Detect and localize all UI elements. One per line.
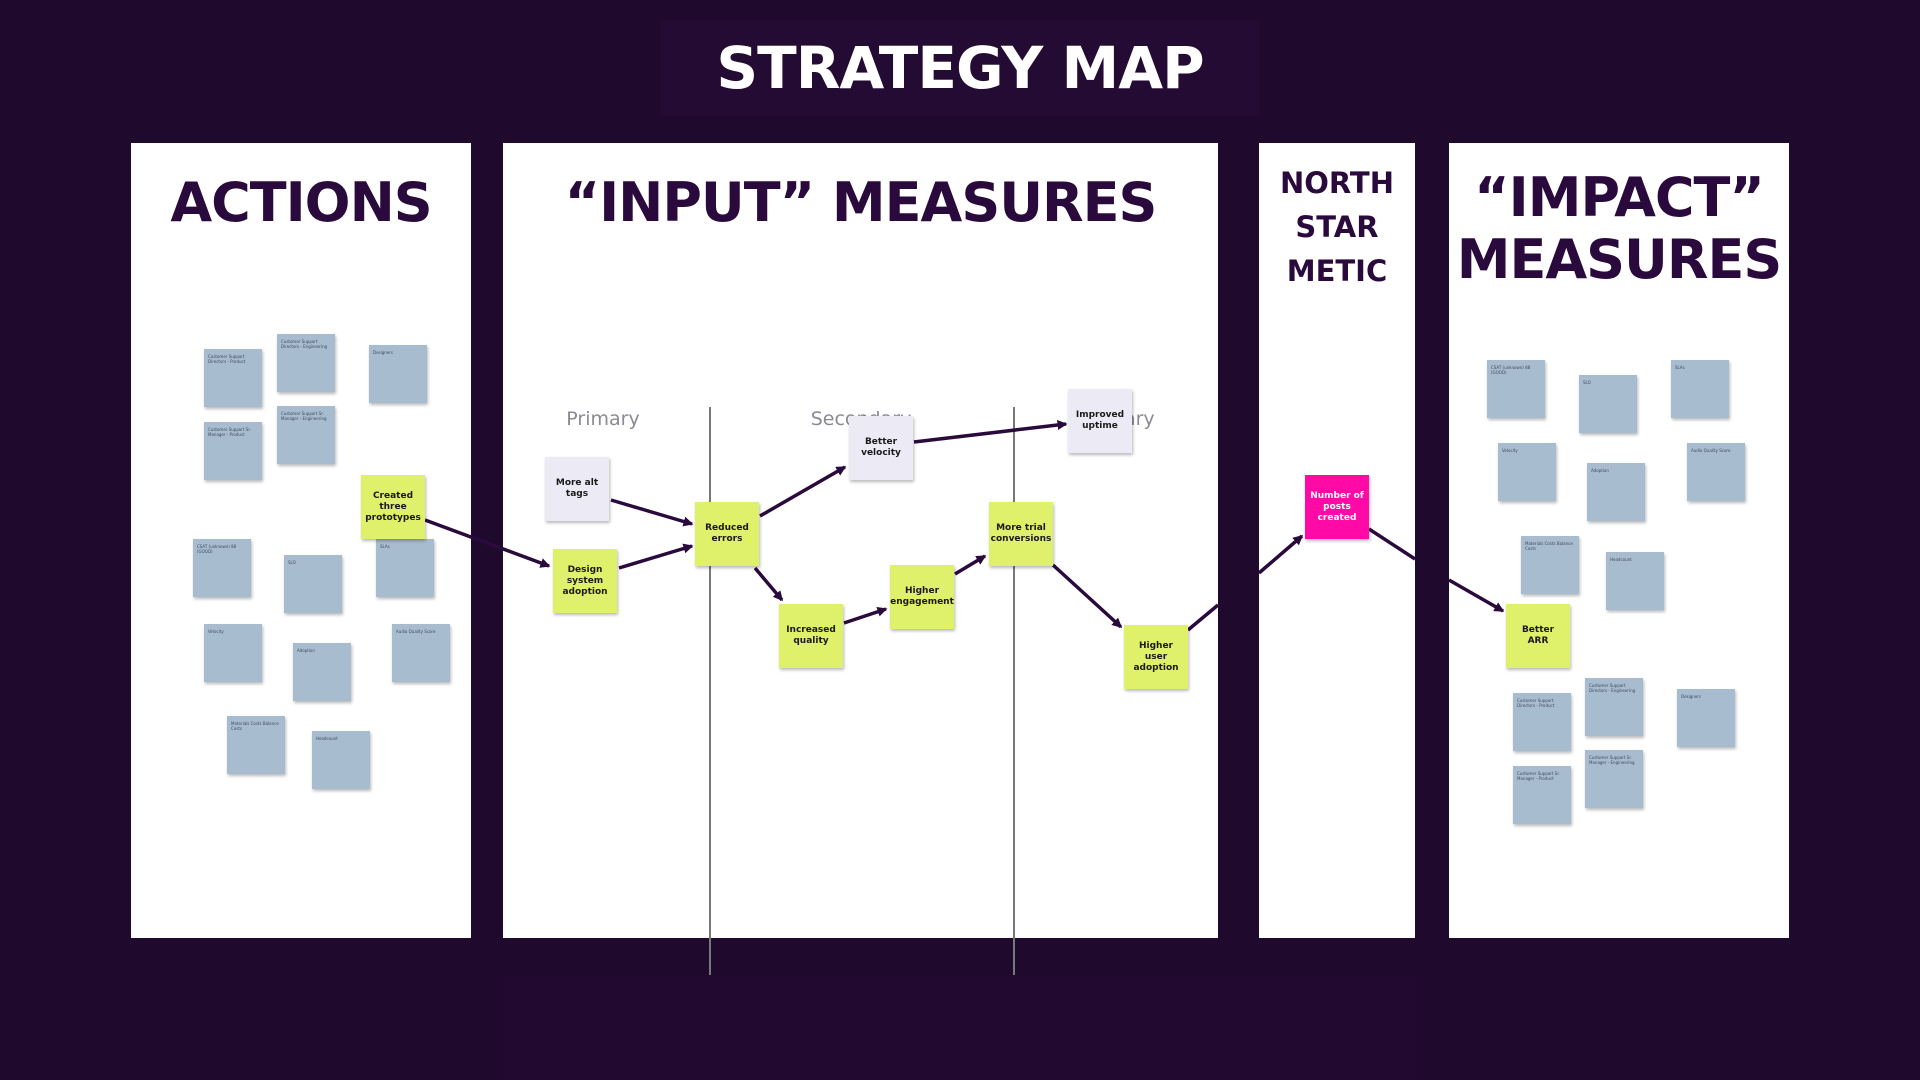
column-divider-2 [1013, 407, 1015, 1025]
note-more-trial-conversions[interactable]: More trial conversions [989, 502, 1053, 566]
sticky-note[interactable]: SLO [1579, 375, 1637, 433]
impact-measures-heading: “IMPACT” MEASURES [1449, 167, 1789, 291]
sticky-note[interactable]: Customer Support Sr. Manager - Product [204, 422, 262, 480]
note-reduced-errors[interactable]: Reduced errors [695, 502, 759, 566]
sticky-note[interactable]: Customer Support Sr. Manager - Product [1513, 766, 1571, 824]
sticky-note[interactable]: SLAs [376, 539, 434, 597]
note-more-alt-tags[interactable]: More alt tags [545, 457, 609, 521]
input-measures-panel: “INPUT” MEASURES Primary Secondary Terti… [503, 143, 1218, 1025]
sticky-note[interactable]: SLO [284, 555, 342, 613]
sticky-note[interactable]: Audio Quality Score [1687, 443, 1745, 501]
sticky-note[interactable]: CSAT (unknown) 88 (GOOD) [193, 539, 251, 597]
sticky-note[interactable]: Materials Costs Balance Costs [1521, 536, 1579, 594]
note-improved-uptime[interactable]: Improved uptime [1068, 389, 1132, 453]
sticky-note[interactable]: Adoption [293, 643, 351, 701]
north-star-panel: NORTH STAR METIC [1259, 143, 1415, 938]
impact-measures-panel: “IMPACT” MEASURES [1449, 143, 1789, 938]
note-number-of-posts-created[interactable]: Number of posts created [1305, 475, 1369, 539]
sticky-note[interactable]: Designers [1677, 689, 1735, 747]
sticky-note[interactable]: Designers [369, 345, 427, 403]
note-increased-quality[interactable]: Increased quality [779, 604, 843, 668]
impact-heading-line-1: “IMPACT” [1474, 166, 1765, 229]
sticky-note[interactable]: Customer Support Directors - Engineering [1585, 678, 1643, 736]
sticky-note[interactable]: Customer Support Sr. Manager - Engineeri… [1585, 750, 1643, 808]
sticky-note[interactable]: CSAT (unknown) 88 (GOOD) [1487, 360, 1545, 418]
note-design-system-adoption[interactable]: Design system adoption [553, 549, 617, 613]
column-label-primary: Primary [566, 408, 640, 430]
actions-heading: ACTIONS [170, 171, 432, 234]
north-star-heading: NORTH STAR METIC [1259, 161, 1415, 293]
sticky-note[interactable]: Customer Support Sr. Manager - Engineeri… [277, 406, 335, 464]
footer-band [503, 975, 1415, 1080]
sticky-note[interactable]: SLAs [1671, 360, 1729, 418]
sticky-note[interactable]: Adoption [1587, 463, 1645, 521]
note-better-velocity[interactable]: Better velocity [849, 416, 913, 480]
sticky-note[interactable]: Customer Support Directors - Product [204, 349, 262, 407]
sticky-note[interactable]: Headcount [1606, 552, 1664, 610]
input-measures-heading: “INPUT” MEASURES [564, 171, 1158, 234]
column-divider-1 [709, 407, 711, 1025]
sticky-note[interactable]: Audio Quality Score [392, 624, 450, 682]
sticky-note[interactable]: Materials Costs Balance Costs [227, 716, 285, 774]
page-title: STRATEGY MAP [716, 34, 1204, 102]
note-higher-engagement[interactable]: Higher engagement [890, 565, 954, 629]
note-higher-user-adoption[interactable]: Higher user adoption [1124, 625, 1188, 689]
north-star-heading-line-3: METIC [1286, 254, 1388, 288]
sticky-note[interactable]: Velocity [1498, 443, 1556, 501]
note-better-arr[interactable]: Better ARR [1506, 604, 1570, 668]
sticky-note[interactable]: Customer Support Directors - Product [1513, 693, 1571, 751]
north-star-heading-line-1: NORTH [1279, 166, 1394, 200]
sticky-note[interactable]: Velocity [204, 624, 262, 682]
north-star-heading-line-2: STAR [1295, 210, 1379, 244]
title-band: STRATEGY MAP [660, 20, 1260, 116]
note-created-three-prototypes[interactable]: Created three prototypes [361, 475, 425, 539]
sticky-note[interactable]: Headcount [312, 731, 370, 789]
impact-heading-line-2: MEASURES [1456, 228, 1783, 291]
sticky-note[interactable]: Customer Support Directors - Engineering [277, 334, 335, 392]
